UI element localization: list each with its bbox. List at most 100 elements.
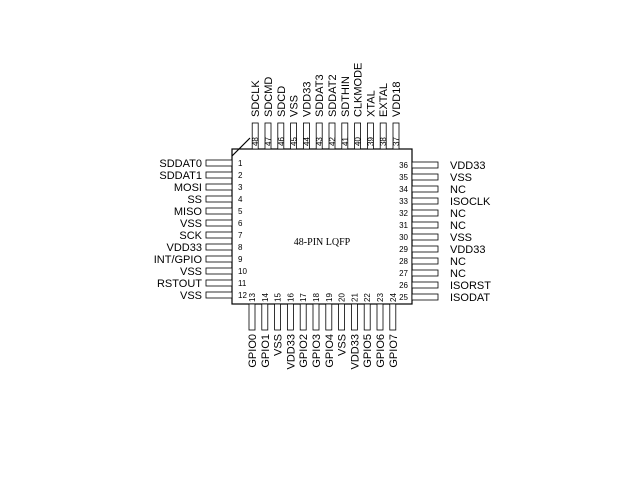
pin-lead-40 [354, 122, 362, 150]
pin-number-27: 27 [399, 269, 408, 278]
pin-number-15: 15 [274, 293, 283, 302]
pin-number-16: 16 [286, 293, 295, 302]
pin-name-29: VDD33 [450, 244, 485, 256]
pin-number-36: 36 [399, 161, 408, 170]
pin-lead-24 [389, 303, 397, 331]
pin-number-9: 9 [238, 255, 243, 264]
pin-name-9: INT/GPIO [154, 254, 203, 266]
pin-number-6: 6 [238, 219, 243, 228]
pin-name-45: VSS [289, 95, 301, 117]
pin-number-8: 8 [238, 243, 243, 252]
pin-lead-37 [392, 122, 400, 150]
chip-body-group: 48-PIN LQFP [231, 137, 413, 305]
pin-name-6: VSS [180, 218, 202, 230]
pin-lead-25 [411, 293, 439, 301]
pin-number-34: 34 [399, 185, 408, 194]
pin-lead-10 [205, 267, 233, 275]
pin-name-23: GPIO6 [375, 334, 387, 368]
pin-name-2: SDDAT1 [159, 170, 202, 182]
pin-name-37: VDD18 [391, 82, 403, 117]
bottom-pin-row: 13GPIO014GPIO115VSS16VDD3317GPIO218GPIO3… [247, 293, 400, 370]
pin-name-14: GPIO1 [260, 334, 272, 368]
pin-lead-35 [411, 173, 439, 181]
pin-number-37: 37 [392, 137, 401, 146]
pin-number-47: 47 [264, 137, 273, 146]
pin-number-13: 13 [248, 293, 257, 302]
pin-lead-31 [411, 221, 439, 229]
pin-lead-8 [205, 243, 233, 251]
pin-lead-6 [205, 219, 233, 227]
pin-name-26: ISORST [450, 280, 491, 292]
pin-lead-36 [411, 161, 439, 169]
pin-lead-9 [205, 255, 233, 263]
pin-number-22: 22 [363, 293, 372, 302]
pin-name-31: NC [450, 220, 466, 232]
pin-number-41: 41 [341, 137, 350, 146]
pin-lead-16 [286, 303, 294, 331]
pin-name-22: GPIO5 [362, 334, 374, 368]
pin-number-1: 1 [238, 159, 243, 168]
pin-lead-44 [302, 122, 310, 150]
pin-lead-38 [379, 122, 387, 150]
pin-number-45: 45 [290, 137, 299, 146]
pin-lead-18 [312, 303, 320, 331]
pin-name-18: GPIO3 [311, 334, 323, 368]
pin-number-12: 12 [238, 291, 247, 300]
pin-lead-23 [376, 303, 384, 331]
pin-name-30: VSS [450, 232, 472, 244]
pin-number-48: 48 [251, 137, 260, 146]
pin-number-19: 19 [325, 293, 334, 302]
pin-name-27: NC [450, 268, 466, 280]
pin-name-34: NC [450, 184, 466, 196]
pin-name-11: RSTOUT [157, 278, 202, 290]
pin-name-17: GPIO2 [298, 334, 310, 368]
pin-number-10: 10 [238, 267, 247, 276]
pin-name-19: GPIO4 [324, 334, 336, 368]
pin-name-8: VDD33 [167, 242, 202, 254]
pin-lead-15 [274, 303, 282, 331]
pin-name-15: VSS [273, 334, 285, 356]
pin-name-44: VDD33 [301, 82, 313, 117]
pin-number-39: 39 [366, 137, 375, 146]
package-label: 48-PIN LQFP [294, 237, 351, 248]
pin-name-39: XTAL [365, 90, 377, 117]
pin-name-46: SDCD [276, 86, 288, 117]
pin-name-10: VSS [180, 266, 202, 278]
pin-lead-11 [205, 279, 233, 287]
pin-lead-34 [411, 185, 439, 193]
pin-lead-26 [411, 281, 439, 289]
pin-lead-28 [411, 257, 439, 265]
pin-number-18: 18 [312, 293, 321, 302]
pin-name-5: MISO [174, 206, 203, 218]
pin-name-38: EXTAL [378, 83, 390, 117]
pin-lead-17 [299, 303, 307, 331]
pin-lead-20 [338, 303, 346, 331]
pin-name-43: SDDAT3 [314, 74, 326, 117]
pin-number-40: 40 [354, 137, 363, 146]
pin-number-44: 44 [302, 137, 311, 146]
chip-body [231, 148, 413, 305]
pin-name-12: VSS [180, 290, 202, 302]
pin-lead-30 [411, 233, 439, 241]
pin-number-17: 17 [299, 293, 308, 302]
pin-name-21: VDD33 [349, 334, 361, 369]
pin-name-16: VDD33 [285, 334, 297, 369]
pin-name-33: ISOCLK [450, 196, 491, 208]
pin-number-2: 2 [238, 171, 243, 180]
pin-lead-7 [205, 231, 233, 239]
pin-lead-43 [315, 122, 323, 150]
pin-lead-33 [411, 197, 439, 205]
pin-lead-47 [264, 122, 272, 150]
pin-lead-29 [411, 245, 439, 253]
pin-number-46: 46 [277, 137, 286, 146]
pin-lead-3 [205, 183, 233, 191]
pin-number-35: 35 [399, 173, 408, 182]
pin-lead-1 [205, 159, 233, 167]
pin-lead-19 [325, 303, 333, 331]
pin-lead-21 [350, 303, 358, 331]
pin-name-48: SDCLK [250, 80, 262, 117]
left-pin-row: 1SDDAT02SDDAT13MOSI4SS5MISO6VSS7SCK8VDD3… [154, 158, 248, 302]
